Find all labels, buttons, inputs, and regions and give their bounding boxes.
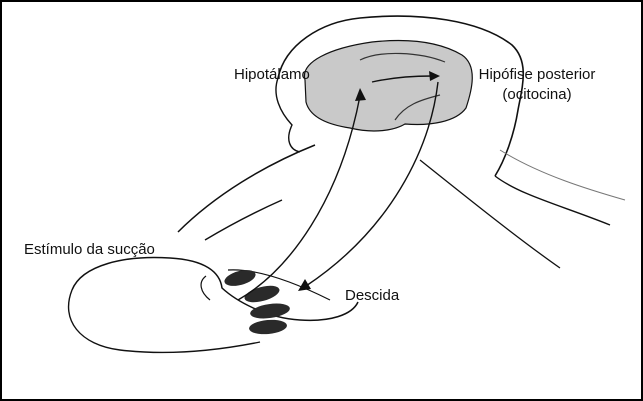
diagram-figure: Hipotálamo Hipófise posterior (ocitocina…	[0, 0, 643, 401]
figure-frame	[0, 0, 643, 401]
